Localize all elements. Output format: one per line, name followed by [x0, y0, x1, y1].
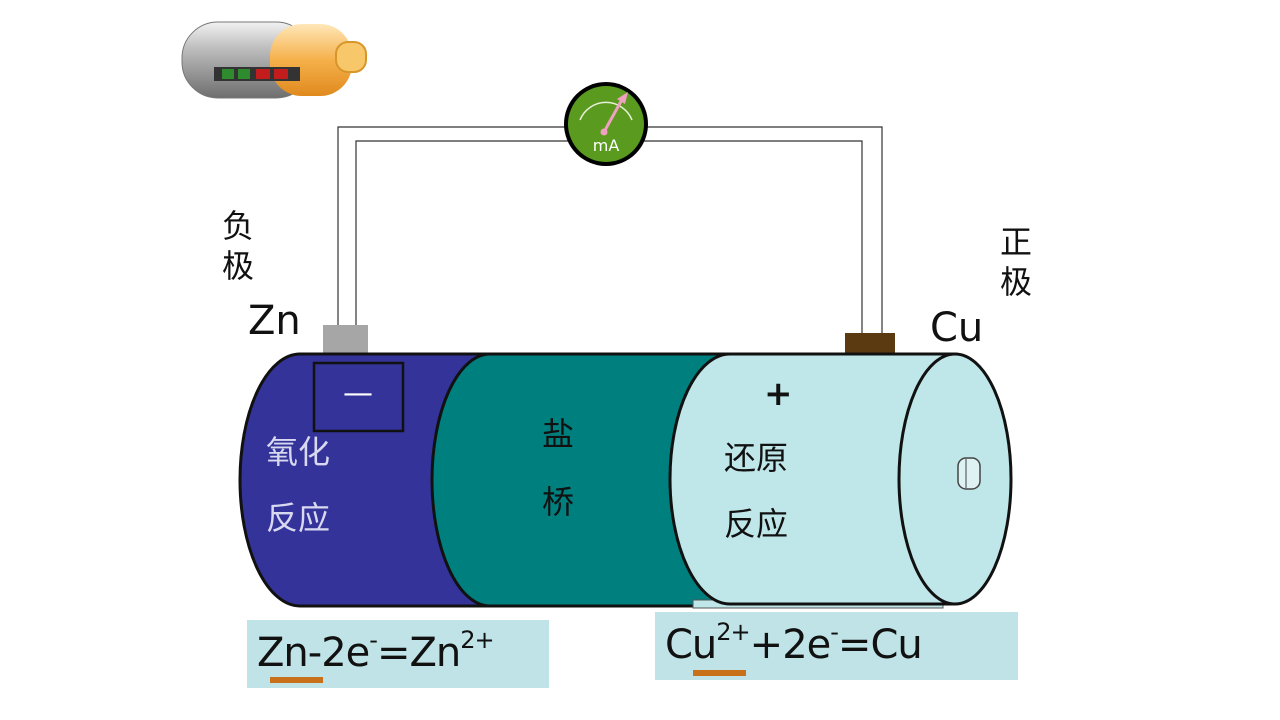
zn-electrode-label: Zn	[248, 298, 301, 344]
anode-eq-electron-charge: -	[369, 626, 378, 654]
positive-pole-label: 正极	[999, 223, 1032, 301]
anode-equation-box	[247, 620, 549, 688]
cathode-cylinder	[668, 352, 1013, 609]
anode-underline	[270, 677, 323, 683]
anode-eq-product-charge: 2+	[460, 626, 494, 654]
cathode-underline	[693, 670, 746, 676]
plus-sign: +	[764, 374, 793, 414]
cathode-eq-product: =Cu	[837, 622, 923, 668]
anode-eq-product: =Zn	[376, 630, 461, 676]
cu-terminal	[845, 333, 895, 355]
anode-eq-electron: -2e	[307, 630, 370, 676]
anode-equation: Zn-2e-=Zn2+	[257, 628, 495, 676]
salt-bridge	[430, 352, 732, 608]
cathode-equation-box	[655, 612, 1018, 680]
cathode-eq-electron: +2e	[749, 622, 832, 668]
reduction-label-line2: 反应	[724, 505, 789, 543]
reduction-label-line1: 还原	[724, 439, 789, 477]
anode-eq-zn: Zn	[257, 630, 309, 676]
salt-bridge-label-line1: 盐	[542, 415, 575, 453]
negative-pole-label: 负极	[221, 207, 254, 285]
oxidation-label-line1: 氧化	[266, 433, 331, 471]
meter-unit-label: mA	[592, 136, 620, 155]
minus-sign: —	[343, 376, 373, 411]
cu-electrode-label: Cu	[930, 305, 984, 351]
battery-icon	[181, 21, 367, 99]
cathode-eq-cu-charge: 2+	[716, 618, 750, 646]
zn-terminal	[323, 325, 368, 355]
cathode-eq-cu: Cu	[665, 622, 717, 668]
oxidation-label-line2: 反应	[266, 499, 331, 537]
anode-cylinder	[238, 352, 492, 608]
cathode-eq-electron-charge: -	[830, 618, 839, 646]
salt-bridge-label-line2: 桥	[542, 483, 575, 521]
cathode-equation: Cu2++2e-=Cu	[665, 620, 923, 668]
milliammeter-icon	[564, 82, 648, 166]
